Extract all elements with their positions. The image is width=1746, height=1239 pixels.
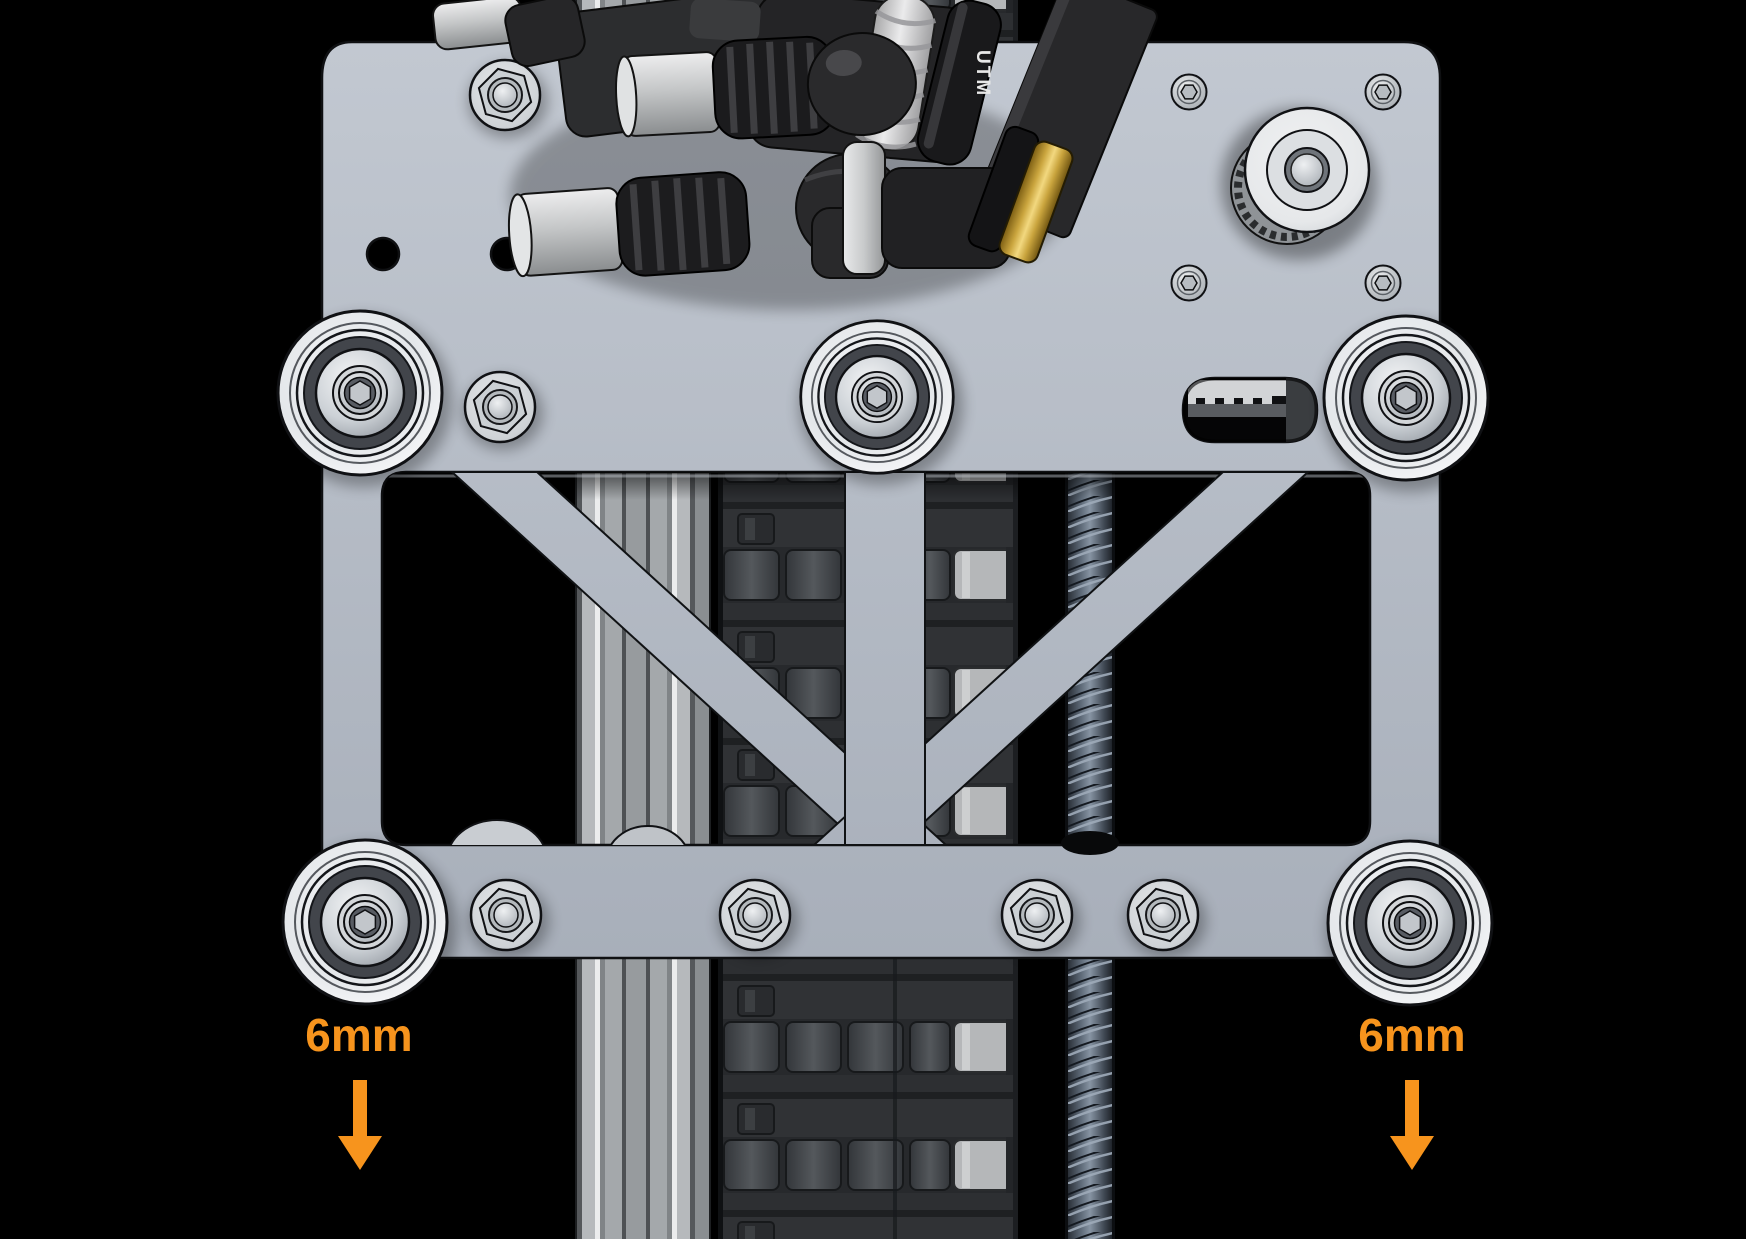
wheel-top-center [799, 319, 955, 475]
wheel-top-right [1322, 314, 1490, 482]
down-arrow-left-head [338, 1136, 382, 1170]
nut-bottom-1 [469, 878, 543, 952]
nut-bottom-2 [718, 878, 792, 952]
lead-screw-hole [1061, 831, 1119, 855]
plate-truss [449, 471, 1311, 846]
labelled-tube: UTM [916, 0, 1002, 166]
brass-fitting [967, 125, 1074, 264]
wheel-bottom-left [281, 838, 449, 1006]
rear-wheel-top [446, 819, 548, 845]
pneumatic-assembly: UTM [432, 0, 1158, 310]
screw-tl [1170, 73, 1208, 111]
down-arrow-right-shaft [1405, 1080, 1419, 1138]
down-arrow-right-head [1390, 1136, 1434, 1170]
screw-bl [1170, 264, 1208, 302]
nut-bottom-3 [1000, 878, 1074, 952]
wheel-top-left [276, 309, 444, 477]
down-arrow-left-shaft [353, 1080, 367, 1138]
push-fit-connector-lower [507, 171, 751, 278]
truss-left-diagonal [449, 471, 949, 846]
belt-slot [1183, 378, 1317, 442]
truss-center-arm [844, 471, 926, 846]
screw-tr [1364, 73, 1402, 111]
tube-label: UTM [972, 50, 993, 97]
fitting-cylinder [504, 0, 586, 68]
wheels [276, 309, 1502, 1017]
screw-br [1364, 264, 1402, 302]
nut-top-left [468, 58, 542, 132]
hex-nuts [463, 58, 1206, 958]
dimension-label-left: 6mm [305, 1009, 412, 1061]
collar-ring [842, 141, 886, 275]
push-fit-connector-upper [615, 32, 917, 140]
rear-wheel-top [605, 825, 691, 845]
wheel-bottom-right [1326, 839, 1494, 1007]
dimension-label-right: 6mm [1358, 1009, 1465, 1061]
nut-upper-left [463, 370, 537, 444]
annotations: 6mm 6mm [305, 1009, 1466, 1170]
fitting-cylinder [689, 0, 761, 42]
gt2-idler-pulley [1221, 106, 1377, 260]
idler-mount [1170, 73, 1402, 302]
nut-bottom-4 [1126, 878, 1200, 952]
